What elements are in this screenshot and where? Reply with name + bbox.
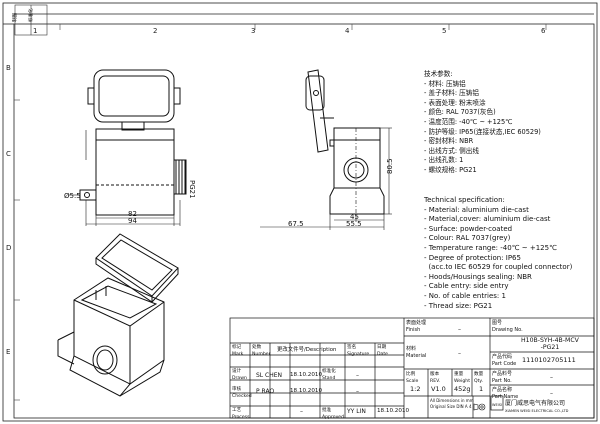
ruler-top-1: 1 bbox=[33, 27, 37, 35]
drawing-no: H10B-SYH-4B-MCV -PG21 bbox=[521, 337, 579, 351]
ruler-top-6: 6 bbox=[541, 27, 546, 35]
spec-en-line: - Temperature range: -40℃ ~ +125℃ bbox=[424, 243, 557, 252]
spec-en-line: - Surface: powder-coated bbox=[424, 224, 513, 233]
front-dimensions bbox=[68, 194, 181, 226]
scale-label: 比例 Scale bbox=[406, 372, 419, 384]
approved-label: 批准 Approved bbox=[322, 408, 345, 420]
date-label: 日期 Date bbox=[377, 345, 388, 357]
checked-by: P RAO bbox=[256, 388, 275, 395]
spec-cn-line: - 颜色: RAL 7037(灰色) bbox=[424, 108, 496, 117]
approved-dash: – bbox=[356, 388, 359, 395]
part-code: 1110102705111 bbox=[522, 356, 576, 364]
corner-stamp: 制图 标准化 bbox=[11, 4, 48, 36]
standard-value: – bbox=[356, 372, 359, 379]
process-value: – bbox=[300, 408, 303, 415]
standard-label: 标准化 Stand bbox=[322, 369, 336, 381]
spec-en-line: - Thread size: PG21 bbox=[424, 301, 493, 310]
revision-label: 版本 REV. bbox=[430, 372, 441, 384]
checked-label: 审核 Checked bbox=[232, 387, 252, 399]
signature-label: 签名 Signature bbox=[347, 345, 370, 357]
spec-cn-line: - 螺纹规格: PG21 bbox=[424, 165, 477, 174]
number-label: 处数 Number bbox=[252, 345, 271, 357]
drawing-no-label: 图号 Drawing No. bbox=[492, 320, 523, 333]
description-label: 更改文件号/Description bbox=[277, 347, 337, 353]
ruler-left-c: C bbox=[6, 150, 11, 158]
ruler-top-4: 4 bbox=[345, 27, 350, 35]
company-logo: WEISI bbox=[490, 395, 504, 411]
qty-label: 数量 Qty. bbox=[474, 372, 484, 384]
dim-front-left: Ø5.5 bbox=[64, 192, 81, 200]
dim-side-base-outer: 55.5 bbox=[346, 220, 362, 228]
part-no: – bbox=[550, 374, 553, 381]
spec-en-line: - No. of cable entries: 1 bbox=[424, 291, 506, 300]
finish-label: 表面处理 Finish bbox=[406, 320, 427, 333]
stamp-label-2: 标准化 bbox=[27, 8, 34, 22]
approved-by: YY LIN bbox=[347, 408, 366, 415]
finish-value: – bbox=[458, 326, 461, 333]
revision-value: V1.0 bbox=[431, 385, 446, 393]
drawn-by: SL CHEN bbox=[256, 372, 283, 379]
weight-label: 重量 Weight bbox=[454, 372, 471, 384]
spec-en-block: Technical specification: - Material: alu… bbox=[424, 196, 572, 311]
spec-cn-line: - 密封材料: NBR bbox=[424, 137, 474, 146]
company-name-cn: 厦门威思电气有限公司 bbox=[505, 400, 566, 407]
spec-en-line: - Colour: RAL 7037(grey) bbox=[424, 234, 511, 243]
spec-en-heading: Technical specification: bbox=[424, 196, 505, 204]
spec-en-line: (acc.to IEC 60529 for coupled connector) bbox=[424, 263, 573, 272]
company-name-en: XIAMEN WEISI ELECTRICAL CO.,LTD bbox=[505, 409, 569, 413]
title-block-grid bbox=[229, 317, 595, 419]
checked-date: 18.10.2010 bbox=[290, 388, 323, 394]
spec-cn-line: - 防护等级: IP65(连接状态,IEC 60529) bbox=[424, 127, 541, 136]
spec-cn-line: - 出线方式: 侧出线 bbox=[424, 146, 479, 155]
projection-symbol bbox=[473, 403, 486, 411]
approved-date: 18.10.2010 bbox=[377, 408, 410, 414]
weight-value: 452g bbox=[454, 385, 471, 393]
part-no-label: 产品料号 Part No. bbox=[492, 371, 513, 384]
logo-text: WEISI bbox=[492, 403, 502, 407]
mark-label: 标记 Mark bbox=[232, 345, 244, 357]
spec-cn-line: - 温度范围: -40℃ ~ +125℃ bbox=[424, 117, 513, 126]
dim-front-inner-width: 82 bbox=[128, 210, 137, 218]
spec-cn-heading: 技术参数: bbox=[424, 70, 453, 78]
scale-value: 1:2 bbox=[410, 385, 421, 393]
drawn-date: 18.10.2010 bbox=[290, 372, 323, 378]
spec-en-line: - Material,cover: aluminium die-cast bbox=[424, 215, 551, 224]
ruler-top-3: 3 bbox=[251, 27, 255, 35]
qty-value: 1 bbox=[479, 385, 484, 393]
ruler-top-5: 5 bbox=[442, 27, 446, 35]
part-code-label: 产品代码 Part Code bbox=[492, 354, 517, 367]
side-dimensions bbox=[260, 127, 392, 230]
dimensions-note: All Dimensions in mm Original Size DIN A… bbox=[430, 398, 474, 409]
part-name: – bbox=[550, 390, 553, 397]
dim-front-thread: PG21 bbox=[188, 180, 196, 199]
stamp-label-1: 制图 bbox=[11, 13, 18, 22]
front-view bbox=[79, 69, 187, 216]
dim-side-height: 80.5 bbox=[386, 158, 394, 174]
dim-side-base-inner: 45 bbox=[350, 213, 359, 221]
material-value: – bbox=[458, 350, 461, 357]
ruler-left-b: B bbox=[6, 64, 11, 72]
material-label: 材料 Material bbox=[406, 346, 427, 359]
spec-cn-line: - 材料: 压铸铝 bbox=[424, 79, 466, 88]
spec-en-line: - Hoods/Housings sealing: NBR bbox=[424, 272, 532, 281]
spec-en-line: - Material: aluminium die-cast bbox=[424, 205, 529, 214]
spec-en-line: - Cable entry: side entry bbox=[424, 282, 509, 291]
spec-cn-line: - 表面处理: 粉末喷涂 bbox=[424, 98, 486, 107]
spec-cn-line: - 盖子材料: 压铸铝 bbox=[424, 89, 479, 98]
drawn-label: 设计 Drawn bbox=[232, 369, 247, 381]
part-name-label: 产品名称 Part Name bbox=[492, 387, 519, 400]
isometric-view bbox=[57, 233, 179, 397]
spec-cn-block: 技术参数: - 材料: 压铸铝 - 盖子材料: 压铸铝 - 表面处理: 粉末喷涂… bbox=[424, 70, 541, 176]
process-label: 工艺 Process bbox=[232, 408, 250, 420]
ruler-left-d: D bbox=[6, 244, 11, 252]
ruler-top-2: 2 bbox=[153, 27, 157, 35]
spec-en-line: - Degree of protection: IP65 bbox=[424, 253, 521, 262]
spec-cn-line: - 出线孔数: 1 bbox=[424, 156, 464, 165]
side-view bbox=[305, 69, 385, 215]
dim-side-offset: 67.5 bbox=[288, 220, 304, 228]
dim-front-outer-width: 94 bbox=[128, 217, 137, 225]
ruler-left-e: E bbox=[6, 348, 10, 356]
